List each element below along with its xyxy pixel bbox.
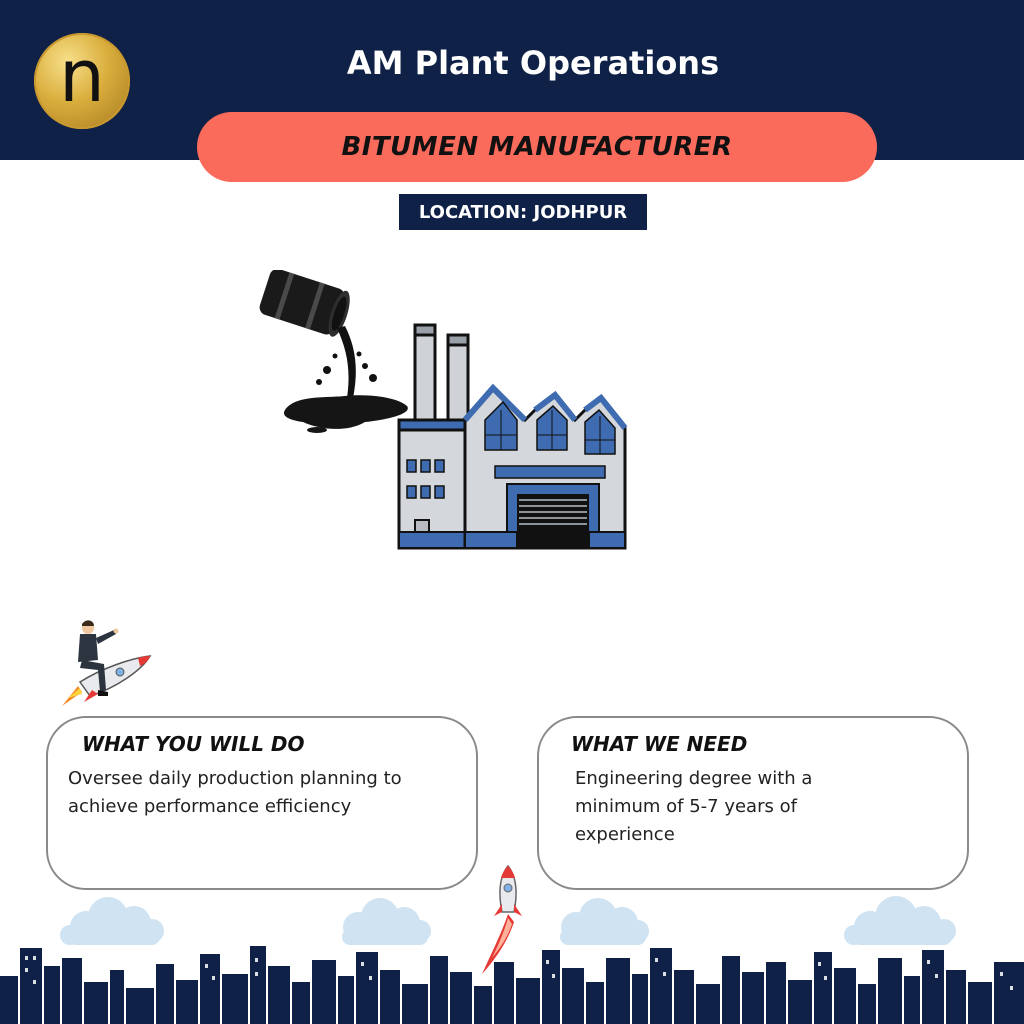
role-title: BITUMEN MANUFACTURER <box>341 132 733 162</box>
city-skyline <box>0 946 1024 1024</box>
duties-text: Oversee daily production planning to ach… <box>68 768 402 817</box>
small-rocket-icon <box>482 864 522 974</box>
cloud-icon <box>342 898 431 945</box>
location-label: LOCATION: JODHPUR <box>418 201 628 223</box>
location-tag: LOCATION: JODHPUR <box>399 194 647 230</box>
logo-letter: n <box>59 34 105 118</box>
requirements-card: WHAT WE NEED Engineering degree with a m… <box>537 716 969 890</box>
duties-card: WHAT YOU WILL DO Oversee daily productio… <box>46 716 478 890</box>
factory-illustration <box>259 270 628 550</box>
cloud-icon <box>560 898 649 945</box>
role-banner: BITUMEN MANUFACTURER <box>197 112 877 182</box>
logo-badge: n <box>34 33 130 129</box>
page-title: AM Plant Operations <box>346 44 720 82</box>
requirements-text: Engineering degree with a minimum of 5-7… <box>575 768 813 845</box>
requirements-heading: WHAT WE NEED <box>567 732 752 756</box>
cloud-icon <box>844 896 956 945</box>
businessman-rocket-icon <box>62 620 152 706</box>
factory-icon <box>397 323 628 550</box>
cloud-icon <box>60 897 164 945</box>
duties-heading: WHAT YOU WILL DO <box>78 732 309 756</box>
oil-barrel-icon <box>259 270 408 433</box>
